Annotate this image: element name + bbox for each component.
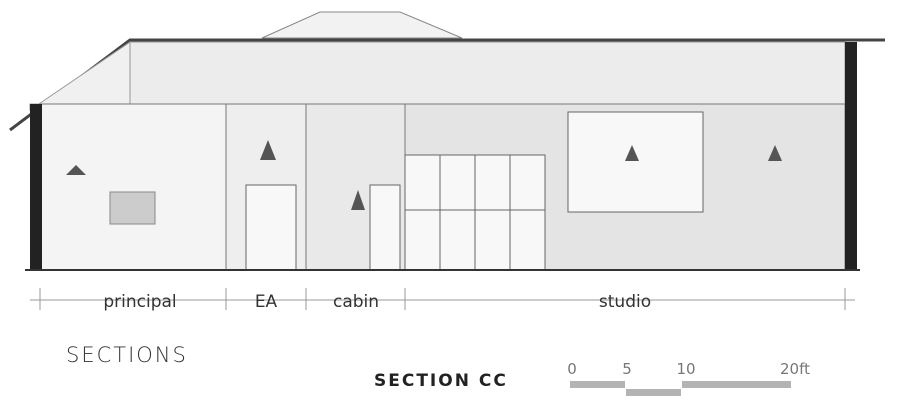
scale-bar: [570, 381, 791, 396]
pendant-lamps: [66, 140, 782, 210]
windows: [245, 111, 704, 271]
principal-room: [39, 103, 227, 271]
scale-segment: [682, 381, 791, 388]
dimension-line: [30, 288, 855, 310]
roof-skylight: [261, 11, 463, 39]
zone-label-studio: studio: [598, 292, 652, 312]
right-wall: [845, 42, 857, 270]
scale-tick: 20ft: [780, 360, 810, 378]
scale-tick: 10: [676, 360, 696, 378]
scale-tick: 5: [622, 360, 632, 378]
scale-tick: 0: [567, 360, 577, 378]
scale-segment: [570, 381, 625, 388]
clerestory: [129, 41, 846, 105]
scale-segment: [626, 389, 681, 396]
zone-label-principal: principal: [103, 292, 177, 312]
section-title: SECTION CC: [374, 371, 508, 391]
zone-label-ea: EA: [254, 292, 278, 312]
clerestory-left: [29, 41, 131, 111]
drawing-title: SECTIONS: [66, 343, 188, 367]
artwork: [109, 191, 156, 225]
left-wall: [30, 104, 42, 270]
zone-label-cabin: cabin: [332, 292, 380, 312]
